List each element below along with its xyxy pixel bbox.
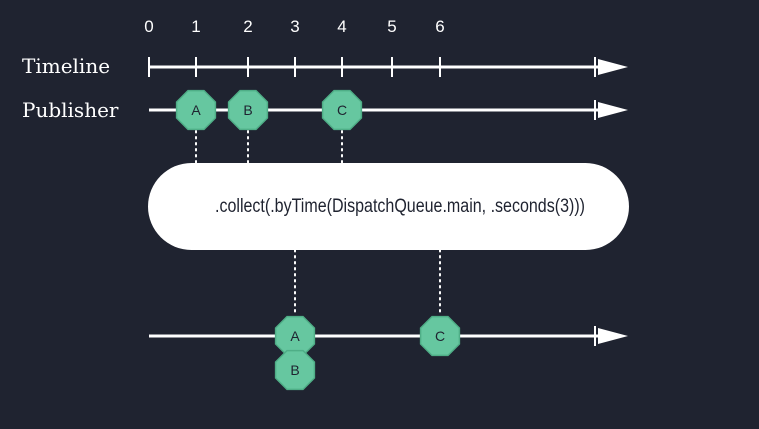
output-connectors: [294, 249, 441, 316]
timeline-axis: [148, 57, 628, 77]
tick-labels: 0 1 2 3 4 5 6: [144, 17, 444, 36]
output-axis: [149, 326, 628, 346]
marble-label: C: [435, 328, 445, 344]
marble-b: B: [274, 349, 316, 391]
marble-shape: [227, 89, 269, 131]
marble-c: C: [321, 89, 363, 131]
tick-label-3: 3: [290, 17, 299, 36]
marble-shape: [175, 89, 217, 131]
marble-c: C: [419, 315, 461, 357]
marble-label: B: [243, 102, 252, 118]
publisher-label: Publisher: [22, 98, 119, 122]
tick-label-1: 1: [191, 17, 200, 36]
timeline-label: Timeline: [22, 54, 110, 78]
axis-arrowhead: [598, 102, 628, 118]
tick-label-0: 0: [144, 17, 153, 36]
operator-label: .collect(.byTime(DispatchQueue.main, .se…: [215, 196, 585, 217]
marble-shape: [321, 89, 363, 131]
operator-box: [148, 163, 629, 250]
marble-a: A: [175, 89, 217, 131]
marble-shape: [274, 349, 316, 391]
tick-label-5: 5: [387, 17, 396, 36]
marble-label: A: [290, 328, 300, 344]
marble-b: B: [227, 89, 269, 131]
marble-label: B: [290, 362, 299, 378]
marble-shape: [419, 315, 461, 357]
publisher-marbles: A B C: [175, 89, 363, 131]
publisher-axis: [149, 100, 628, 120]
output-marbles: A B C: [274, 315, 461, 391]
tick-label-6: 6: [435, 17, 444, 36]
axis-arrowhead: [598, 328, 628, 344]
marble-label: C: [337, 102, 347, 118]
marble-label: A: [191, 102, 201, 118]
input-connectors: [195, 130, 343, 166]
tick-label-4: 4: [337, 17, 346, 36]
axis-arrowhead: [598, 59, 628, 75]
marble-a: A: [274, 315, 316, 357]
tick-label-2: 2: [243, 17, 252, 36]
